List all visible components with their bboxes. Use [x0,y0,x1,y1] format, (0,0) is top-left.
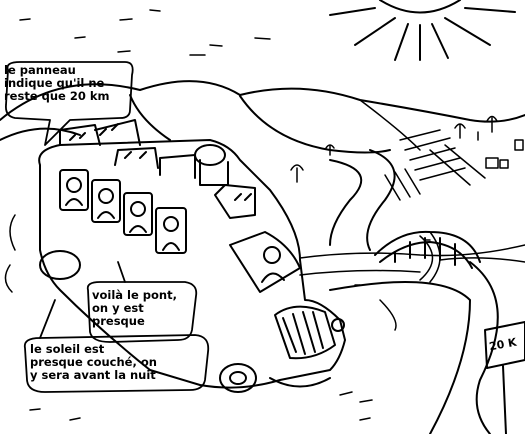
bridge-icon [374,230,481,283]
bubble-text-panel-sign: le panneau indique qu'il ne reste que 20… [4,63,110,103]
bubble-text-sunset: le soleil est presque couché, on y sera … [30,342,157,382]
speech-bubbles [5,61,210,393]
field-lines [384,129,486,201]
sun-icon [329,0,516,61]
bus-icon [4,139,346,393]
road-sign-icon [484,321,525,434]
speech-bubble-sunset [23,334,210,393]
speech-bubble-panel-sign [5,61,134,146]
bubble-text-bridge: voilà le pont, on y est presque [92,288,177,328]
speech-bubble-bridge [86,281,198,343]
house-icon [485,139,524,169]
luggage [59,119,256,219]
